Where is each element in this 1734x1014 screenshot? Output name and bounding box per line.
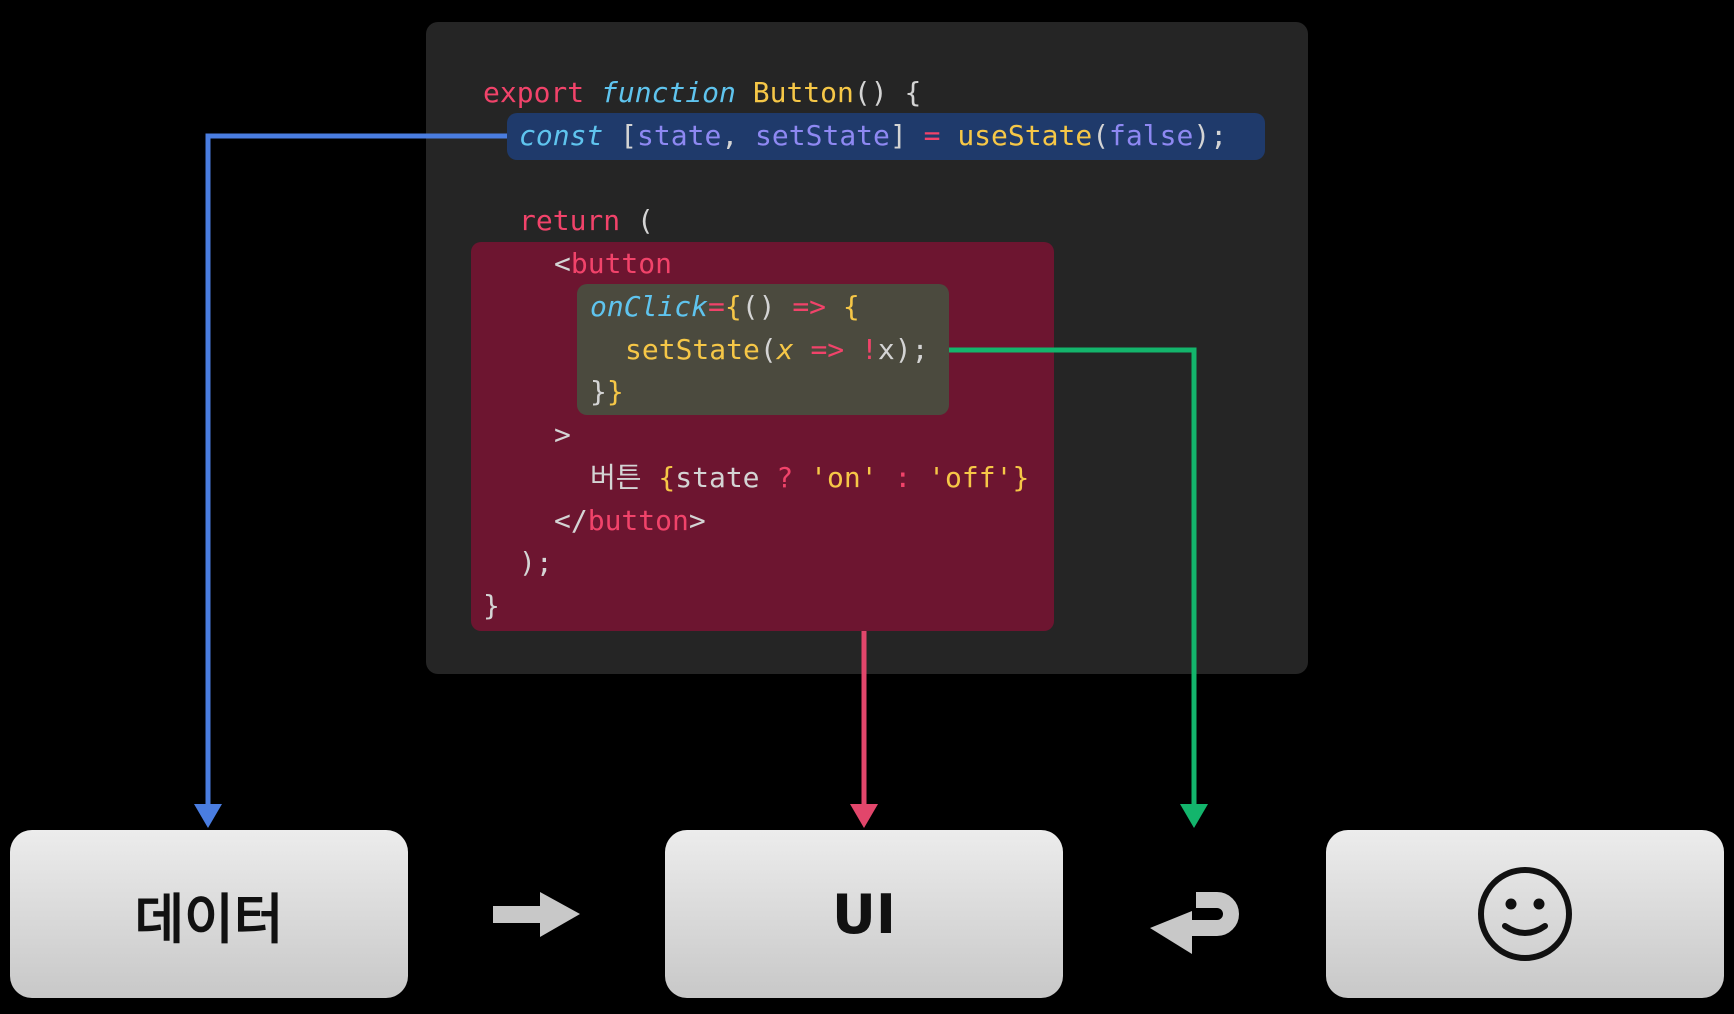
keyword-return: return [519, 204, 621, 237]
initial-value: false [1109, 119, 1194, 152]
code-operator: : [894, 461, 912, 494]
tag-button-close: button [587, 504, 689, 537]
data-box: 데이터 [10, 830, 408, 998]
string-off: 'off' [928, 461, 1013, 494]
blue-arrowhead [194, 804, 222, 828]
code-punct: () { [853, 76, 922, 109]
right-arrow-icon [493, 892, 580, 937]
code-line-6: setState(x => !x); [625, 330, 928, 370]
code-line-3: return ( [519, 201, 654, 241]
code-line-10: </button> [554, 501, 706, 541]
code-operator: ! [861, 333, 878, 366]
code-punct: x); [877, 333, 929, 366]
state-ref: state [675, 461, 760, 494]
code-line-9: 버튼 {state ? 'on' : 'off'} [590, 458, 1029, 498]
code-brace: { [658, 461, 676, 494]
hook-name: useState [957, 119, 1093, 152]
code-brace: { [724, 290, 742, 323]
setter-variable: setState [755, 119, 890, 152]
code-arrow: => [810, 333, 845, 366]
keyword-const: const [519, 119, 604, 152]
param-x: x [776, 333, 794, 366]
function-name: Button [752, 76, 854, 109]
code-punct: > [554, 418, 571, 451]
code-punct: () [741, 290, 776, 323]
keyword-export: export [483, 76, 585, 109]
string-on: 'on' [810, 461, 878, 494]
code-line-8: > [554, 415, 571, 455]
data-label: 데이터 [134, 887, 284, 951]
setstate-call: setState [625, 333, 760, 366]
code-brace: } [590, 375, 607, 408]
code-punct: ); [519, 546, 553, 579]
code-punct: [ [620, 119, 638, 152]
code-line-5: onClick={() => { [590, 287, 860, 327]
keyword-function: function [601, 76, 736, 109]
code-line-4: <button [554, 244, 672, 284]
user-box [1326, 830, 1724, 998]
ui-label: UI [832, 882, 896, 946]
code-line-11: ); [519, 543, 553, 583]
state-variable: state [637, 119, 722, 152]
green-connector [949, 347, 1197, 808]
code-punct: ( [759, 333, 777, 366]
code-operator: ? [776, 461, 794, 494]
code-punct: ); [1193, 119, 1228, 152]
code-operator: = [708, 290, 725, 323]
red-arrowhead [850, 804, 878, 828]
button-text: 버튼 [590, 461, 659, 494]
code-brace: } [606, 375, 624, 408]
code-punct: </ [554, 504, 588, 537]
attr-onclick: onClick [590, 290, 709, 323]
code-arrow: => [792, 290, 827, 323]
code-punct: ] [889, 119, 907, 152]
code-line-12: } [483, 586, 500, 626]
green-arrowhead [1180, 804, 1208, 828]
code-line-2: const [state, setState] = useState(false… [519, 116, 1227, 156]
code-line-1: export function Button() { [483, 73, 921, 113]
return-arrow-icon [1150, 892, 1239, 954]
code-punct: ( [1092, 119, 1110, 152]
code-punct: < [554, 247, 571, 280]
code-punct: > [688, 504, 706, 537]
code-operator: = [923, 119, 941, 152]
code-brace: } [1012, 461, 1030, 494]
tag-button: button [570, 247, 673, 280]
code-brace: { [842, 290, 860, 323]
code-punct: } [483, 589, 500, 622]
handler-highlight [577, 284, 949, 415]
code-punct: ( [637, 204, 654, 237]
smiley-face-icon [1478, 867, 1572, 961]
blue-connector [205, 133, 507, 808]
state-highlight [507, 113, 1265, 160]
code-punct: , [721, 119, 739, 152]
code-line-7: }} [590, 372, 624, 412]
ui-box: UI [665, 830, 1063, 998]
